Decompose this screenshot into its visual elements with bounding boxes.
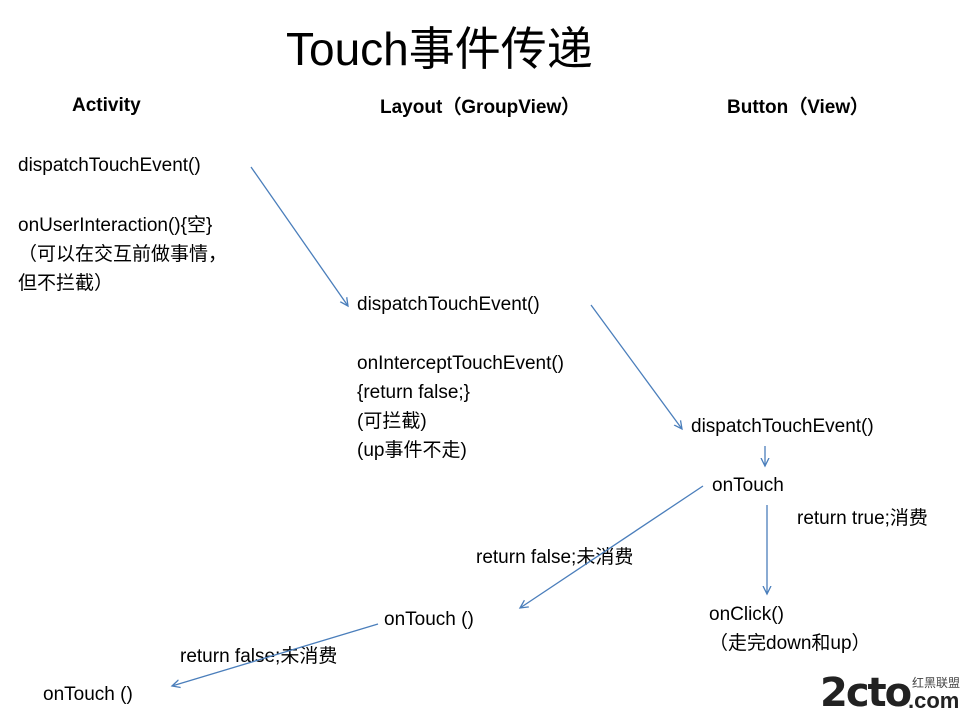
layout-intercept-line: onInterceptTouchEvent() (357, 353, 565, 374)
button-on-click-line: onClick() (709, 604, 784, 625)
logo-com-text: .com (908, 688, 960, 713)
arrow-activity-to-layout-dispatch (250, 166, 348, 306)
button-on-touch: onTouch (712, 475, 784, 496)
activity-user-interaction: onUserInteraction(){空} （可以在交互前做事情， 但不拦截） (18, 211, 227, 298)
layout-intercept-touch-event: onInterceptTouchEvent() {return false;} … (357, 349, 564, 465)
button-dispatch-touch-event: dispatchTouchEvent() (691, 416, 874, 437)
layout-intercept-line: {return false;} (357, 382, 471, 403)
layout-dispatch-touch-event: dispatchTouchEvent() (357, 294, 540, 315)
button-on-click-line: （走完down和up） (709, 633, 871, 654)
edge-label-return-true: return true;消费 (797, 508, 928, 529)
activity-on-touch: onTouch () (43, 684, 133, 705)
arrow-button-ontouch-to-layout-ontouch (520, 485, 704, 608)
header-layout: Layout（GroupView） (380, 97, 581, 118)
activity-dispatch-touch-event: dispatchTouchEvent() (18, 155, 201, 176)
arrow-layout-to-button-dispatch (590, 304, 682, 429)
activity-user-interaction-line: onUserInteraction(){空} (18, 215, 213, 236)
layout-intercept-line: (可拦截) (357, 411, 427, 432)
header-activity: Activity (72, 95, 141, 116)
activity-user-interaction-line: 但不拦截） (18, 273, 114, 294)
activity-user-interaction-line: （可以在交互前做事情， (18, 244, 228, 265)
layout-intercept-line: (up事件不走) (357, 440, 467, 461)
arrow-layout-ontouch-to-activity-ontouch (172, 623, 379, 686)
slide-title: Touch事件传递 (286, 23, 593, 75)
layout-on-touch: onTouch () (384, 609, 474, 630)
header-button: Button（View） (727, 97, 870, 118)
edge-label-return-false-button: return false;未消费 (476, 547, 634, 568)
watermark-logo: 2cto 红黑联盟 .com (820, 670, 960, 720)
logo-small-text: 红黑联盟 (912, 676, 960, 690)
edge-label-return-false-layout: return false;未消费 (180, 646, 338, 667)
logo-main-text: 2cto (820, 670, 912, 716)
button-on-click: onClick() （走完down和up） (709, 600, 871, 658)
